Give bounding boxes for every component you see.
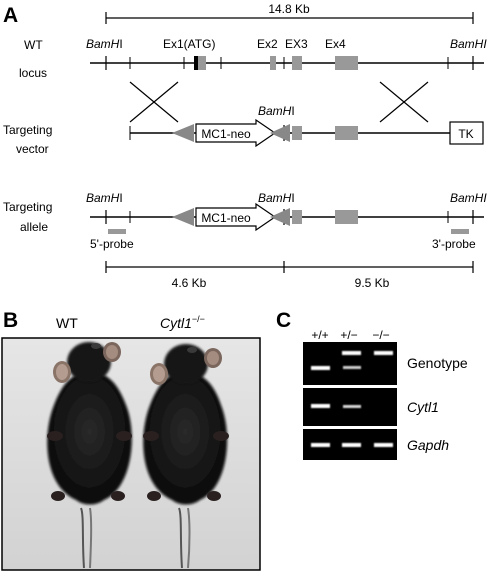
bamhi-site-label: BamHI: [258, 191, 295, 205]
panel-a-letter: A: [3, 4, 18, 27]
gel-band: [311, 404, 330, 408]
fragment-ruler: 4.6 Kb 9.5 Kb: [105, 261, 474, 290]
gel-band: [343, 405, 361, 408]
probe-3-label: 3'-probe: [432, 237, 476, 251]
lane-label: +/+: [311, 328, 328, 342]
gel-band: [311, 366, 330, 370]
targeting-vector-label-2: vector: [16, 142, 49, 156]
loxp-triangle: [270, 124, 290, 142]
panel-a: A 14.8 Kb WT locus BamHI BamHI Ex1(ATG) …: [3, 2, 487, 290]
wt-locus-label-1: WT: [24, 38, 43, 52]
lane-label: +/−: [340, 328, 357, 342]
mouse-label-wt: WT: [56, 315, 78, 331]
exon3-box: [292, 126, 302, 140]
mouse-label-ko: Cytl1−/−: [160, 314, 205, 331]
exon2-box: [270, 56, 276, 70]
bamhi-site-label: BamHI: [86, 191, 123, 205]
mc1-neo-label: MC1-neo: [201, 211, 251, 225]
panel-c: C +/+ +/− −/− Genotype Cytl1 Gapdh: [276, 309, 468, 460]
recombination-crosses: [129, 81, 429, 123]
targeting-vector-label-1: Targeting: [3, 123, 52, 137]
exon1-label: Ex1(ATG): [163, 37, 215, 51]
gel-band: [374, 443, 393, 447]
atg-marker: [194, 56, 198, 70]
wt-locus-label-2: locus: [19, 66, 47, 80]
total-length-ruler: 14.8 Kb: [105, 2, 474, 24]
targeting-allele-label-2: allele: [20, 220, 48, 234]
gel-band: [374, 351, 393, 355]
gel-band: [343, 366, 361, 369]
mc1-neo-cassette: [195, 118, 277, 148]
wt-mouse-image: [47, 342, 132, 569]
mc1-neo-cassette: [195, 202, 277, 232]
exon4-box: [335, 210, 358, 224]
panel-b-letter: B: [3, 309, 18, 332]
gel-band: [311, 443, 330, 447]
ko-mouse-image: [143, 344, 229, 569]
wt-locus: WT locus BamHI BamHI Ex1(ATG) Ex2 EX3 Ex…: [19, 37, 487, 80]
fragment-left-label: 4.6 Kb: [172, 276, 207, 290]
probe-5-label: 5'-probe: [90, 237, 134, 251]
exon1-box: [198, 56, 206, 70]
lane-label: −/−: [372, 328, 389, 342]
tk-cassette: [449, 121, 484, 145]
gel-row-label: Genotype: [407, 355, 468, 371]
tk-label: TK: [458, 127, 473, 141]
total-length-label: 14.8 Kb: [268, 2, 310, 16]
gel-row-label: Gapdh: [407, 437, 449, 453]
fragment-right-label: 9.5 Kb: [355, 276, 390, 290]
gel-band: [342, 351, 361, 355]
gel-band: [342, 443, 361, 447]
exon4-box: [335, 126, 358, 140]
loxp-triangle: [172, 208, 194, 226]
exon2-label: Ex2: [257, 37, 278, 51]
exon3-label: EX3: [285, 37, 308, 51]
targeting-allele: Targeting allele BamHI BamHI BamHI MC1-n…: [3, 191, 487, 251]
genotype-gel: [303, 342, 397, 385]
targeting-allele-label-1: Targeting: [3, 200, 52, 214]
exon3-box: [292, 210, 302, 224]
loxp-triangle: [270, 208, 290, 226]
loxp-triangle: [172, 124, 194, 142]
panel-b: B WT Cytl1−/−: [1, 309, 261, 571]
exon4-box: [335, 56, 358, 70]
bamhi-site-label: BamHI: [258, 104, 295, 118]
probe-3-bar: [451, 229, 469, 234]
probe-5-bar: [108, 229, 126, 234]
exon3-box: [292, 56, 302, 70]
bamhi-site-label: BamHI: [450, 191, 487, 205]
mc1-neo-label: MC1-neo: [201, 127, 251, 141]
exon4-label: Ex4: [325, 37, 346, 51]
panel-c-letter: C: [276, 309, 291, 332]
targeting-vector: Targeting vector BamHI MC1-neo TK: [3, 104, 484, 156]
bamhi-site-label: BamHI: [450, 37, 487, 51]
gel-row-label: Cytl1: [407, 399, 439, 415]
bamhi-site-label: BamHI: [86, 37, 123, 51]
